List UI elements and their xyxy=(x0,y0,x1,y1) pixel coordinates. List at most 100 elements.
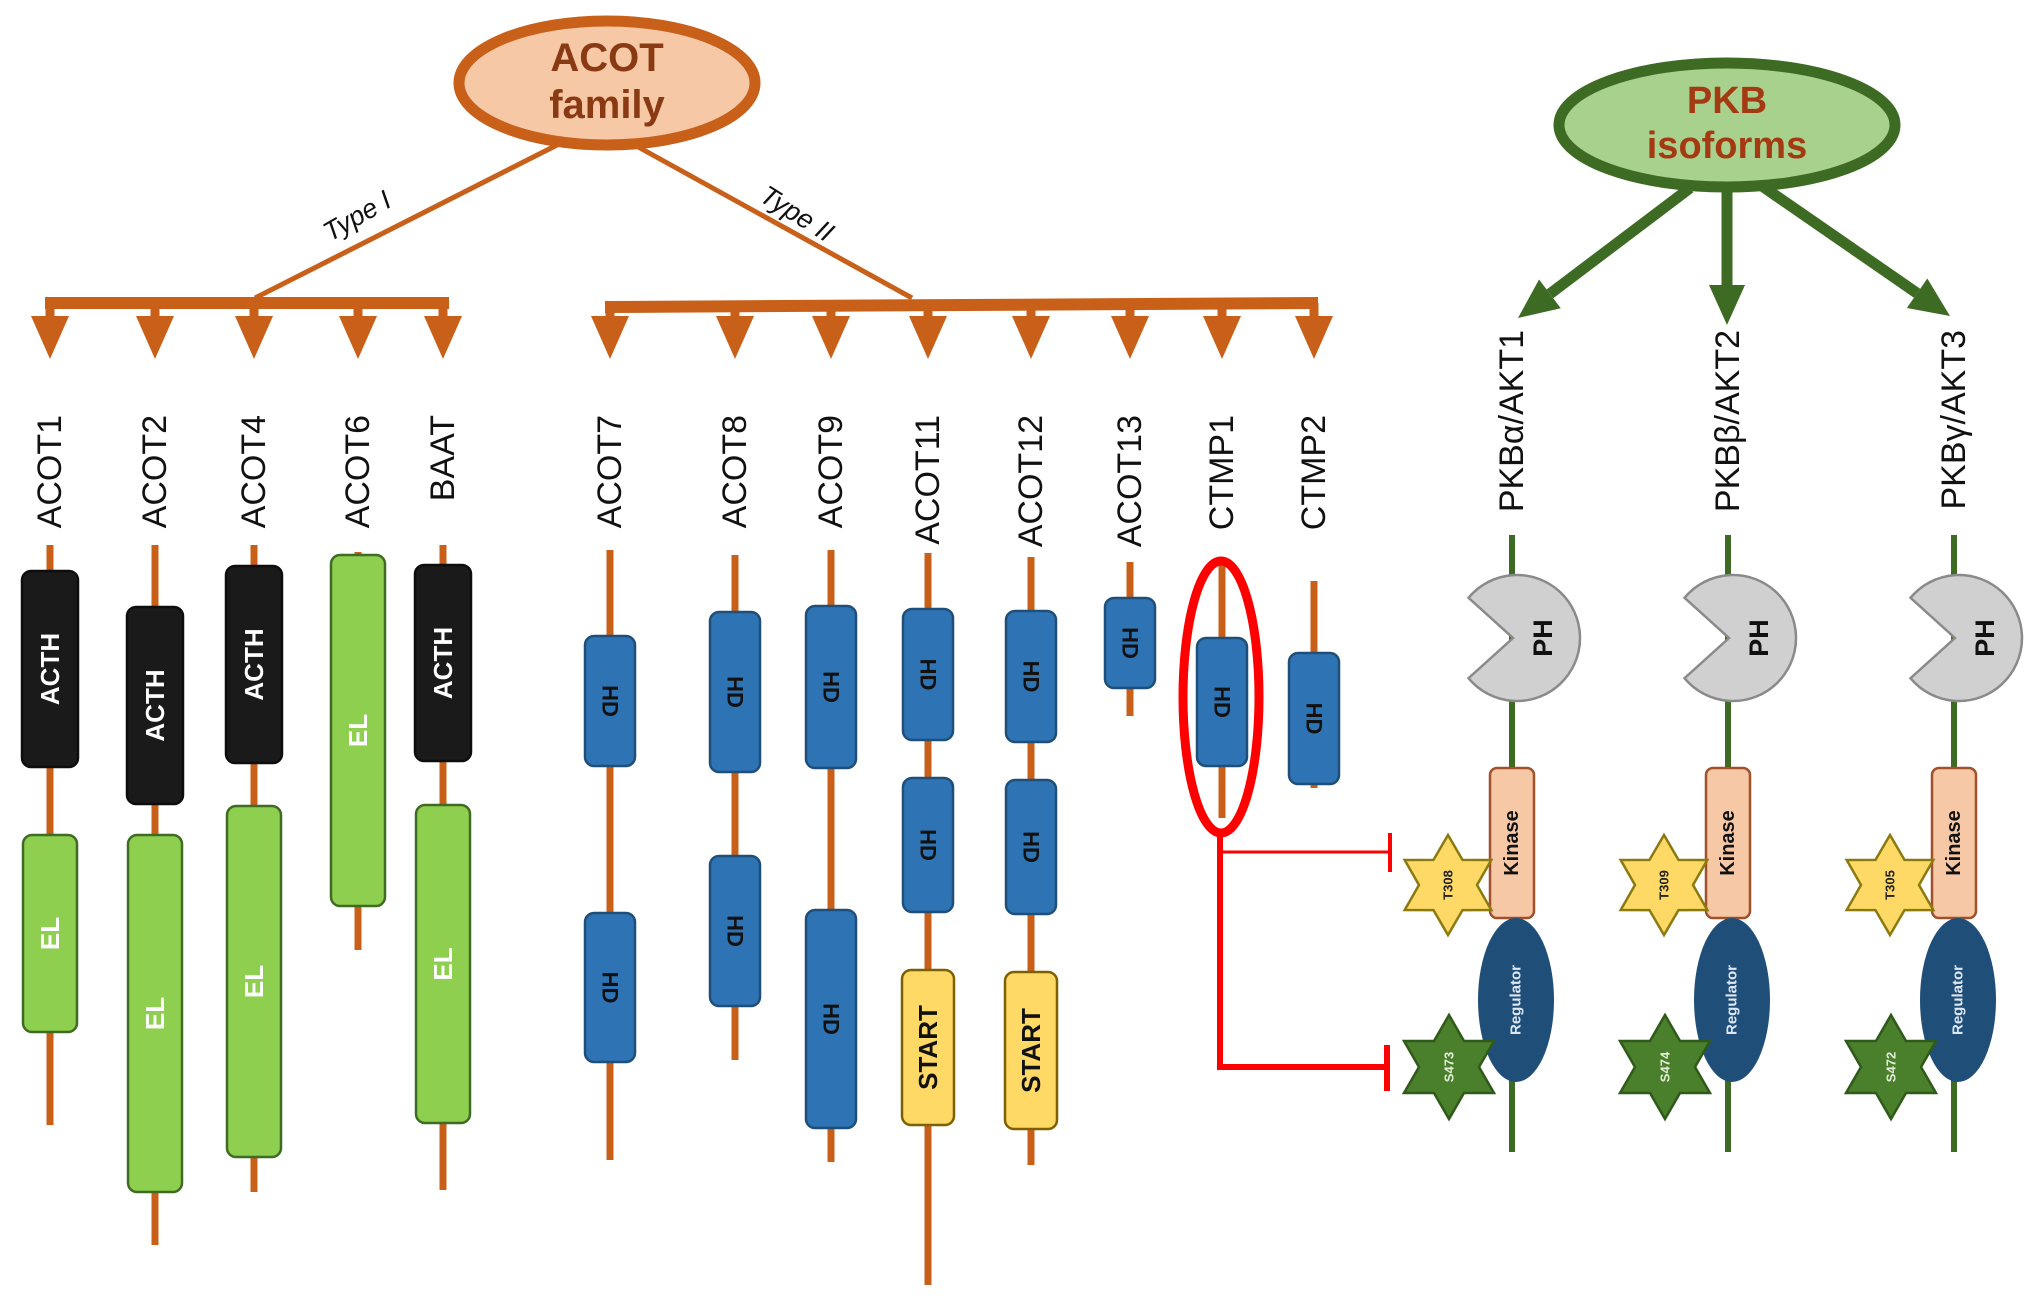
gene-label-acot9: ACOT9 xyxy=(812,415,850,528)
domain-label-el: EL xyxy=(343,714,373,747)
pkb-isoform-structures: PKBα/AKT1PHKinaseRegulatorT308S473PKBβ/A… xyxy=(1401,330,2024,1152)
gene-label-ctmp1: CTMP1 xyxy=(1203,415,1241,530)
arrow-head-acot2 xyxy=(136,316,174,359)
protein-acot4: ACTH EL xyxy=(224,545,284,1192)
domain-hd-acot11-1 xyxy=(901,607,955,742)
domain-label-hd: HD xyxy=(723,915,748,947)
pkb-tree: PKB isoforms xyxy=(1553,57,1901,193)
pkb-isoform-label: PKBγ/AKT3 xyxy=(1935,330,1973,510)
ser-phosphosite-label: S472 xyxy=(1884,1052,1899,1082)
pkb-isoforms-title-line2: isoforms xyxy=(1647,125,1807,167)
regulator-domain-label: Regulator xyxy=(1508,965,1525,1035)
pkb-arrow-head-3 xyxy=(1906,278,1950,316)
acot-domain-structures: ACTHELACTHELACTHELELACTHELHDHDHDHDHDHDHD… xyxy=(20,545,1341,1285)
type-ii-bracket xyxy=(604,297,1319,313)
pkb-isoforms-node xyxy=(1553,57,1901,193)
ph-domain xyxy=(1466,573,1582,703)
domain-label-acth: ACTH xyxy=(35,633,65,705)
ctmp1-inhibition xyxy=(1178,556,1392,1091)
pkb-arrow-stem-3 xyxy=(1758,181,1921,298)
domain-acth-baat-1 xyxy=(413,563,473,763)
domain-label-acth: ACTH xyxy=(239,628,269,700)
domain-hd-acot9-1 xyxy=(804,604,858,770)
domain-label-acth: ACTH xyxy=(140,669,170,741)
gene-label-acot13: ACOT13 xyxy=(1111,415,1149,547)
domain-hd-acot13-1 xyxy=(1103,596,1157,690)
gene-label-acot12: ACOT12 xyxy=(1012,415,1050,547)
type-ii-label: Type II xyxy=(755,180,840,248)
arrow-head-acot9 xyxy=(812,316,850,359)
domain-label-hd: HD xyxy=(819,671,844,703)
pkb-arrow-head-1 xyxy=(1518,279,1561,318)
arrow-head-acot11 xyxy=(909,316,947,359)
thr-phosphosite-star xyxy=(1618,832,1710,938)
ser-phosphosite-star xyxy=(1401,1012,1497,1122)
domain-label-hd: HD xyxy=(819,1003,844,1035)
regulator-domain xyxy=(1478,918,1554,1082)
ser-phosphosite-star xyxy=(1617,1012,1713,1122)
type-i-label: Type I xyxy=(318,184,397,247)
domain-label-el: EL xyxy=(239,965,269,998)
domain-acth-acot1-1 xyxy=(20,569,80,769)
domain-el-acot2-2 xyxy=(126,833,184,1194)
domain-label-hd: HD xyxy=(1118,627,1143,659)
ph-domain-label: PH xyxy=(1528,619,1558,657)
thr-phosphosite-label: T308 xyxy=(1441,870,1456,900)
protein-ctmp1: HD xyxy=(1195,565,1249,818)
thr-phosphosite-label: T309 xyxy=(1657,870,1672,900)
domain-el-baat-2 xyxy=(414,803,472,1125)
type-i-branch-line xyxy=(253,140,563,301)
regulator-domain-label: Regulator xyxy=(1950,965,1967,1035)
gene-label-acot6: ACOT6 xyxy=(339,415,377,528)
protein-acot12: HD HD START xyxy=(1003,557,1059,1165)
domain-label-hd: HD xyxy=(1019,661,1044,693)
ph-domain-label: PH xyxy=(1970,619,2000,657)
pkb-arrows xyxy=(1518,181,1950,325)
domain-hd-ctmp1-1 xyxy=(1195,636,1249,768)
ser-phosphosite-label: S473 xyxy=(1442,1052,1457,1082)
kinase-domain-label: Kinase xyxy=(1717,810,1739,876)
acot-tree: ACOT family Type I Type II xyxy=(45,15,1319,313)
arrow-head-acot7 xyxy=(591,316,629,359)
kinase-domain xyxy=(1704,766,1752,920)
domain-hd-acot12-1 xyxy=(1004,609,1058,744)
protein-acot9: HD HD xyxy=(804,550,858,1162)
domain-label-start: START xyxy=(1016,1008,1046,1093)
arrow-head-acot6 xyxy=(339,316,377,359)
domain-hd-ctmp2-1 xyxy=(1287,651,1341,786)
domain-label-hd: HD xyxy=(916,659,941,691)
acot-family-node xyxy=(453,15,761,151)
gene-label-ctmp2: CTMP2 xyxy=(1295,415,1333,530)
domain-acth-acot2-1 xyxy=(125,605,185,806)
kinase-domain xyxy=(1930,766,1978,920)
domain-start-acot12-3 xyxy=(1003,970,1059,1131)
domain-start-acot11-3 xyxy=(900,968,956,1127)
domain-label-start: START xyxy=(913,1005,943,1090)
gene-label-acot4: ACOT4 xyxy=(235,415,273,528)
pkb-isoform-label: PKBα/AKT1 xyxy=(1493,330,1531,512)
domain-label-hd: HD xyxy=(1019,831,1044,863)
domain-acth-acot4-1 xyxy=(224,564,284,765)
domain-label-acth: ACTH xyxy=(428,627,458,699)
ser-phosphosite-label: S474 xyxy=(1658,1051,1673,1082)
ph-domain-label: PH xyxy=(1744,619,1774,657)
regulator-domain xyxy=(1694,918,1770,1082)
gene-label-baat: BAAT xyxy=(424,415,462,501)
domain-label-hd: HD xyxy=(723,676,748,708)
acot-arrows xyxy=(31,303,1333,359)
acot-family-title-line2: family xyxy=(549,83,665,127)
protein-acot6: EL xyxy=(329,552,387,950)
thr-phosphosite-star xyxy=(1844,832,1936,938)
pkb-arrow-stem-1 xyxy=(1546,183,1694,299)
regulator-domain-label: Regulator xyxy=(1724,965,1741,1035)
domain-hd-acot7-2 xyxy=(583,911,637,1064)
arrow-head-baat xyxy=(424,316,462,359)
